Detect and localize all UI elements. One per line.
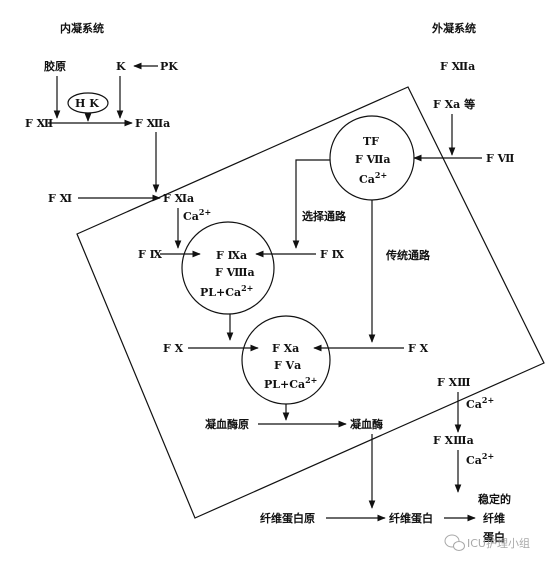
f12-label: F Ⅻ: [25, 117, 54, 130]
f11-label: F Ⅺ: [48, 192, 72, 205]
f8a-label: F Ⅷa: [215, 266, 255, 279]
traditional-pathway-label: 传统通路: [385, 248, 431, 262]
f11a-label: F Ⅺa: [163, 192, 194, 205]
k-label: K: [116, 60, 126, 73]
f9a-label: F Ⅸa: [216, 249, 247, 262]
thrombin-label: 凝血酶: [350, 417, 383, 431]
collagen-label: 胶原: [44, 59, 66, 73]
f9-left-label: F Ⅸ: [138, 248, 163, 261]
f5a-label: F Ⅴa: [274, 359, 301, 372]
tenase-pl-ca-label: PL+Ca2+: [200, 283, 253, 299]
extrinsic-system-title: 外凝系统: [431, 21, 476, 35]
prothrombin-label: 凝血酶原: [205, 417, 249, 431]
extrinsic-f12a-label: F Ⅻa: [440, 60, 475, 73]
fibrinogen-label: 纤维蛋白原: [260, 511, 315, 525]
f9-right-label: F Ⅸ: [320, 248, 345, 261]
f7-label: F Ⅶ: [486, 152, 515, 165]
stable-fibrin-line1: 稳定的: [478, 492, 511, 506]
hk-label: H K: [75, 97, 99, 110]
stable-fibrin-line2: 纤维: [483, 511, 505, 525]
f10a-etc-label: F Ⅹa 等: [433, 97, 475, 111]
f13a-label: F ⅩⅢa: [433, 434, 474, 447]
prothrombinase-pl-ca-label: PL+Ca2+: [264, 375, 317, 391]
f13-label: F ⅩⅢ: [437, 376, 471, 389]
f10a-label: F Ⅹa: [272, 342, 299, 355]
alternative-pathway-arrow: [292, 159, 330, 249]
watermark: ICU护理小组: [444, 534, 530, 551]
wechat-icon: [444, 534, 465, 551]
alternative-pathway-label: 选择通路: [302, 209, 347, 223]
f10-right-label: F Ⅹ: [408, 342, 429, 355]
tenase-complex-circle: [181, 221, 275, 315]
tf-ca-label: Ca2+: [359, 170, 387, 186]
pk-label: PK: [160, 60, 178, 73]
f11a-ca-label: Ca2+: [183, 207, 211, 223]
f13a-ca-label: Ca2+: [466, 451, 494, 467]
tf-f7a-label: F Ⅶa: [355, 153, 391, 166]
f13-ca-label: Ca2+: [466, 395, 494, 411]
fibrin-label: 纤维蛋白: [389, 511, 433, 525]
intrinsic-system-title: 内凝系统: [60, 21, 104, 35]
common-pathway-frame: [76, 86, 545, 519]
f10-left-label: F Ⅹ: [163, 342, 184, 355]
f12a-label: F Ⅻa: [135, 117, 170, 130]
tf-label: TF: [363, 135, 379, 148]
watermark-text: ICU护理小组: [467, 536, 530, 550]
stable-fibrin-line3: 蛋白: [483, 530, 505, 544]
